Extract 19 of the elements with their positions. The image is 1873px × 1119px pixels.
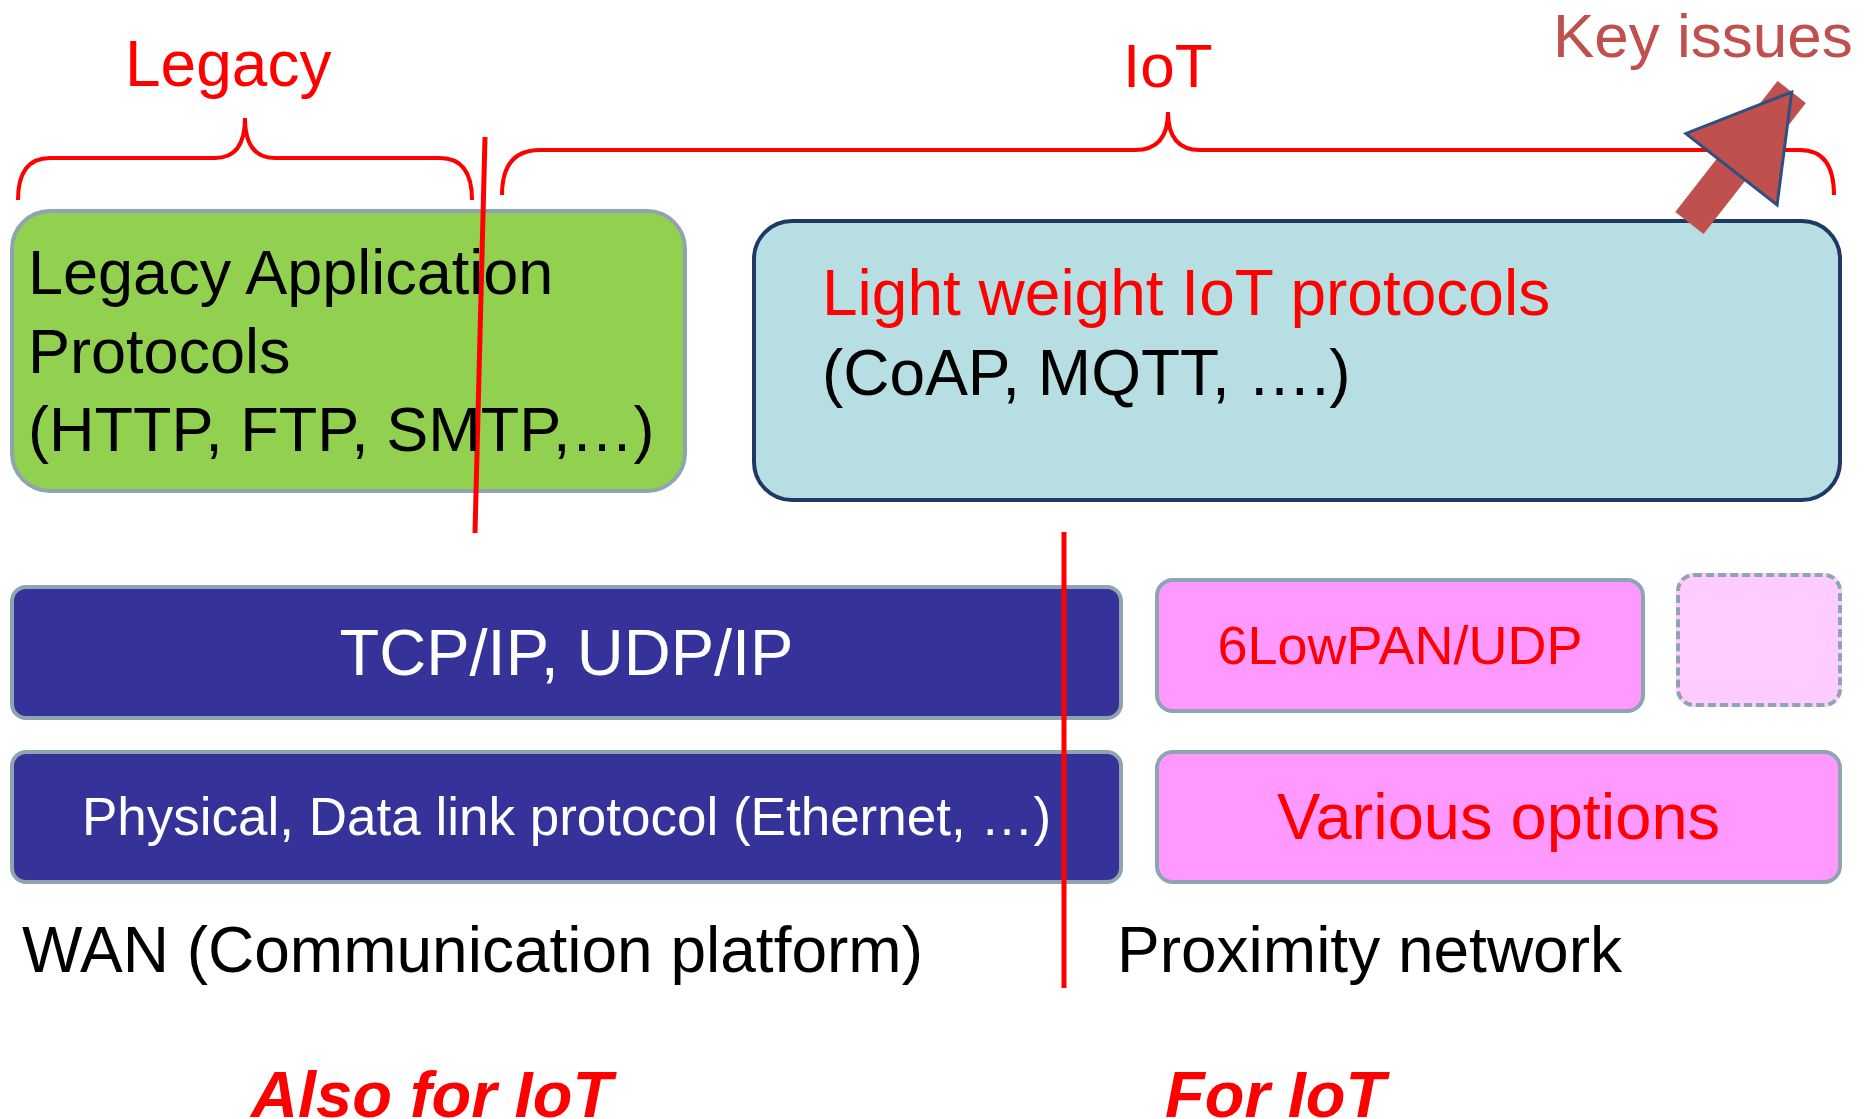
placeholder-box <box>1676 573 1842 707</box>
label-text: WAN (Communication platform) <box>22 914 923 988</box>
layer-box <box>1155 578 1645 713</box>
protocol-box <box>10 209 687 493</box>
body-text: (CoAP, MQTT, ….) <box>822 336 1351 411</box>
protocol-box <box>752 219 1842 502</box>
heading-text: Light weight IoT protocols <box>822 256 1551 331</box>
heading-text: TCP/IP, UDP/IP <box>339 614 794 691</box>
heading-text: 6LowPAN/UDP <box>1217 613 1583 677</box>
label-text: IoT <box>1123 30 1213 102</box>
layer-bar <box>10 750 1123 884</box>
label-text: Legacy <box>125 28 332 102</box>
layer-bar <box>10 585 1123 720</box>
caption-text: Key issues <box>1553 0 1853 72</box>
label-text: Proximity network <box>1117 914 1622 988</box>
block-arrow <box>1675 80 1806 235</box>
layer-box <box>1155 750 1842 884</box>
heading-text: Various options <box>1276 779 1721 856</box>
heading-text: Physical, Data link protocol (Ethernet, …) <box>81 785 1052 848</box>
